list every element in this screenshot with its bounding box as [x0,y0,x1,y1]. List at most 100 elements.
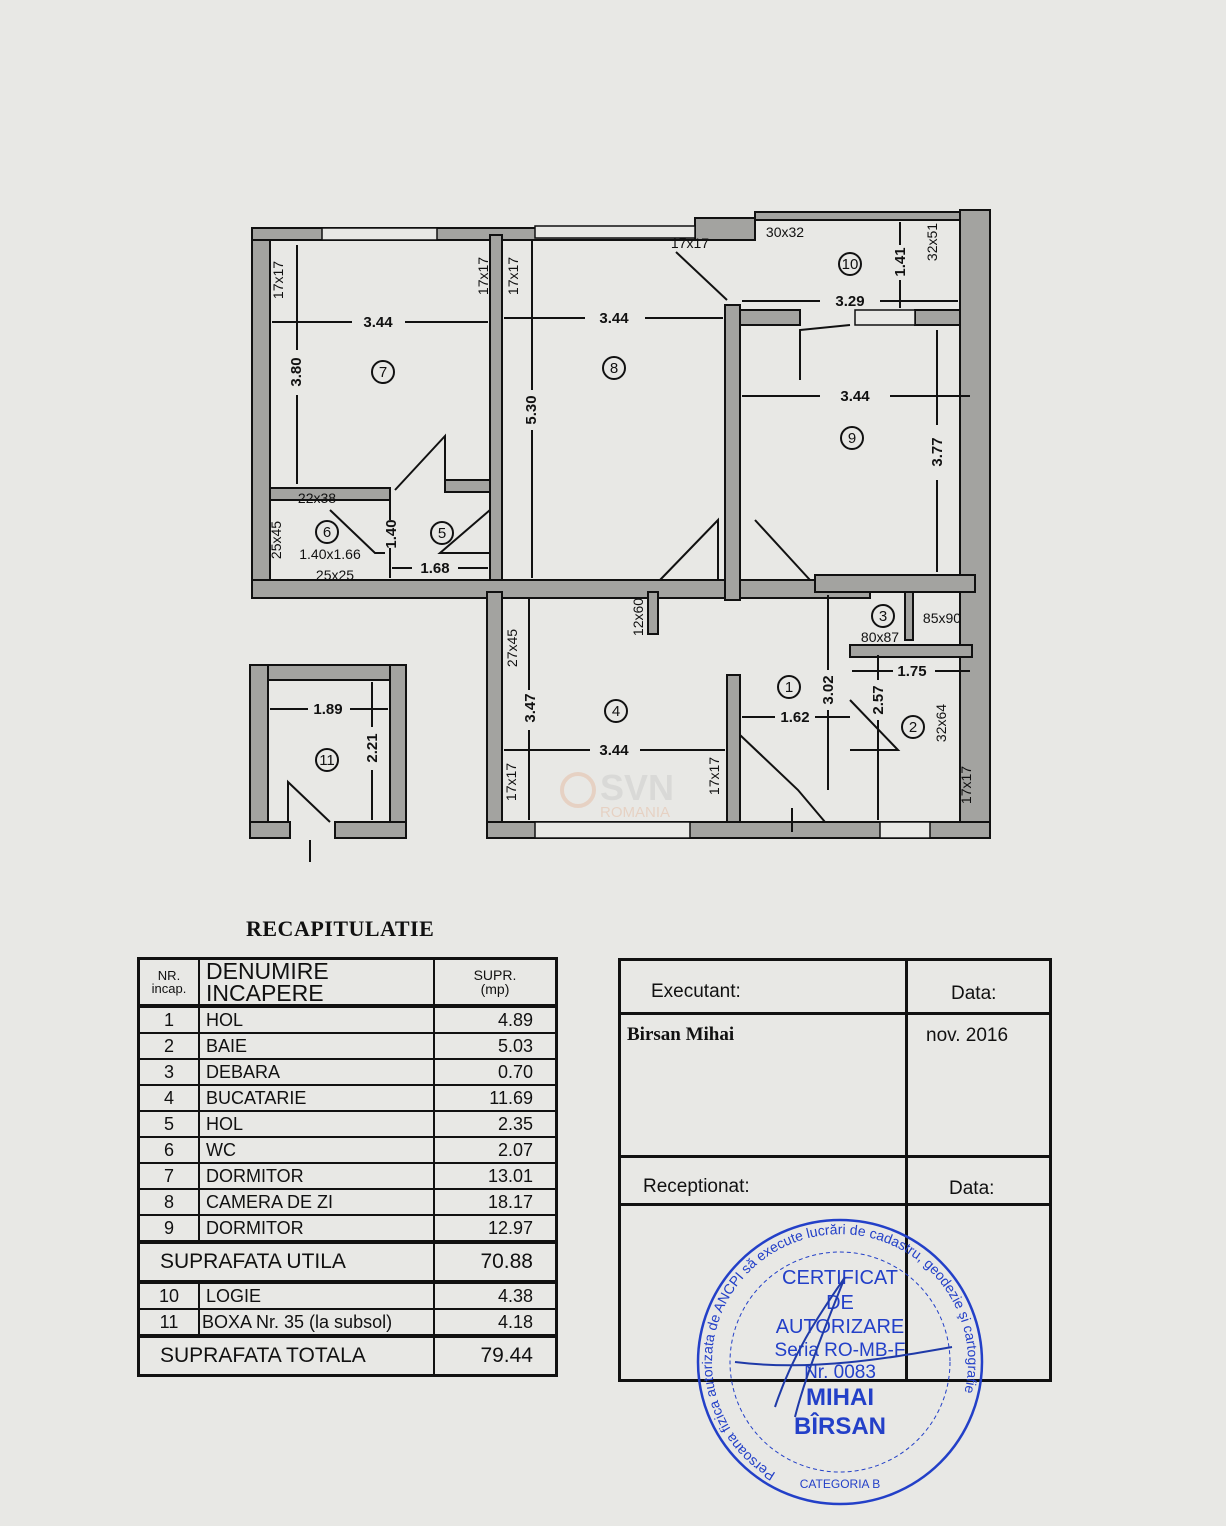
walls [249,209,991,839]
dim-label: 1.40 [383,519,400,548]
windows [321,225,931,839]
dim-label: 1.40x1.66 [299,546,361,562]
dim-label: 3.02 [820,675,837,704]
svg-text:8: 8 [610,360,618,377]
dim-label: 27x45 [504,629,520,667]
dim-label: 22x38 [298,490,336,506]
dim-label: 2.57 [870,685,887,714]
dim-label: 17x17 [503,763,519,801]
recap-title: RECAPITULATIE [246,916,435,941]
dim-label: 17x17 [270,261,286,299]
dimension-lines [270,222,970,820]
dim-label: 25x25 [316,567,354,583]
dim-label: 32x64 [933,704,949,742]
dim-label: 3.44 [599,310,629,327]
svg-text:2: 2 [909,719,917,736]
dim-label: 17x17 [671,235,709,251]
svg-text:11: 11 [319,752,335,769]
dim-label: 32x51 [924,223,940,261]
dim-label: 25x45 [268,521,284,559]
svg-text:CERTIFICAT: CERTIFICAT [782,1267,898,1289]
dim-label: 1.75 [897,663,926,680]
svg-text:DE: DE [826,1292,854,1314]
dim-label: 3.77 [929,437,946,466]
dim-label: 1.89 [313,701,342,718]
svg-text:10: 10 [842,256,859,273]
dim-label: 1.41 [892,247,909,276]
dim-label: 3.44 [840,388,870,405]
dim-label: 3.44 [363,314,393,331]
dim-label: 17x17 [706,757,722,795]
received-date-label: Data: [949,1178,995,1199]
dim-label: 3.44 [599,742,629,759]
svg-text:5: 5 [438,525,446,542]
room-marker-8: 8 [602,356,626,380]
svg-text:CATEGORIA B: CATEGORIA B [800,1477,880,1491]
executant-label: Executant: [651,981,741,1002]
room-marker-4: 4 [604,699,628,723]
table-header: NR.incap. DENUMIRE INCAPERE SUPR.(mp) [137,957,558,1007]
room-marker-2: 2 [901,715,925,739]
floor-plan: 1 2 3 4 5 6 7 8 9 10 11 3.44 3.80 17x17 … [249,209,991,862]
room-marker-3: 3 [871,604,895,628]
dim-label: 12x60 [630,598,646,636]
svg-text:9: 9 [848,430,856,447]
svg-text:Seria RO-MB-F: Seria RO-MB-F [775,1340,906,1361]
room-marker-10: 10 [838,252,862,276]
room-numbers: 1 2 3 4 5 6 7 8 9 10 11 [315,252,925,772]
room-marker-1: 1 [777,675,801,699]
signature-scribble [734,1276,953,1418]
room-marker-9: 9 [840,426,864,450]
dim-label: 85x90 [923,610,961,626]
svg-text:4: 4 [612,703,620,720]
dim-label: 80x87 [861,629,899,645]
room-marker-11: 11 [315,748,339,772]
dim-label: 2.21 [364,733,381,762]
svg-text:BÎRSAN: BÎRSAN [794,1412,886,1440]
date-value: nov. 2016 [926,1025,1009,1046]
room-marker-7: 7 [371,360,395,384]
dim-label: 3.80 [288,357,305,386]
svg-text:MIHAI: MIHAI [806,1384,874,1411]
svg-text:SVN: SVN [600,767,674,808]
signature-box: Executant: Data: Birsan Mihai nov. 2016 … [618,958,1052,1382]
date-label: Data: [951,983,997,1004]
authorization-stamp: Persoana fizica autorizata de ANCPI să e… [696,1218,984,1506]
dim-label: 3.29 [835,293,864,310]
dim-label: 5.30 [523,395,540,424]
svg-text:Nr. 0083: Nr. 0083 [804,1362,876,1383]
dim-label: 17x17 [475,257,491,295]
svg-text:1: 1 [785,679,793,696]
dim-label: 1.62 [780,709,809,726]
dim-label: 1.68 [420,560,449,577]
received-label: Receptionat: [643,1176,750,1197]
dim-label: 30x32 [766,224,804,240]
room-marker-6: 6 [315,520,339,544]
watermark-logo: SVN ROMANIA [560,767,674,821]
dim-label: 17x17 [505,257,521,295]
dim-label: 17x17 [958,766,974,804]
svg-text:3: 3 [879,608,887,625]
dimension-labels: 3.44 3.80 17x17 17x17 17x17 3.44 5.30 17… [268,223,974,804]
svg-text:7: 7 [379,364,387,381]
svg-text:6: 6 [323,524,331,541]
dim-label: 3.47 [522,693,539,722]
door-swings [287,251,901,862]
svg-text:ROMANIA: ROMANIA [600,804,670,821]
room-marker-5: 5 [430,521,454,545]
executant-name: Birsan Mihai [627,1024,735,1045]
